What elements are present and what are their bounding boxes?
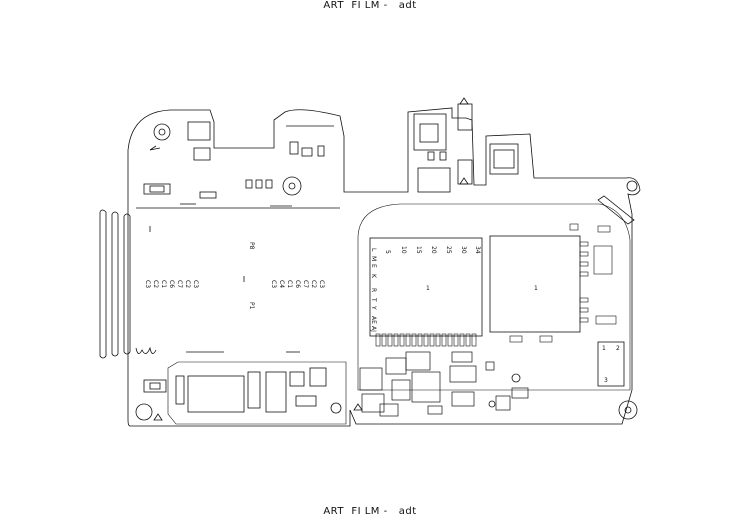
board-outline — [127, 107, 641, 427]
right-module-label: 1 — [602, 345, 606, 352]
cap-label: C6 — [168, 280, 175, 288]
cap-label: C3 — [144, 280, 151, 288]
memory-side-pads — [509, 223, 617, 343]
header-bottom-title: ART FI LM - adt — [323, 506, 417, 517]
grid-label: AJ — [370, 326, 377, 332]
cap-label: C2 — [310, 280, 317, 288]
pmic-chip — [187, 375, 245, 413]
grid-label: 25 — [445, 246, 452, 254]
right-module-label: 3 — [604, 377, 608, 384]
grid-label: Y — [370, 305, 377, 310]
cap-label: C3 — [192, 280, 199, 288]
cap-label: C2 — [152, 280, 159, 288]
soc-grid-top-labels: 5 10 15 20 25 30 34 — [384, 246, 481, 254]
mount-hole-top-left — [153, 123, 171, 141]
memory-chip — [489, 235, 581, 333]
cap-label: C1 — [286, 280, 293, 288]
soc-grid-left-labels: L M E K R T Y AE AJ — [370, 248, 377, 332]
grid-label: AE — [370, 316, 377, 324]
grid-label: M — [370, 256, 377, 261]
label-p1: P1 — [248, 302, 255, 310]
side-connector — [99, 209, 131, 359]
grid-label: T — [370, 297, 377, 302]
label-p8: P8 — [248, 242, 255, 250]
cap-label: C7 — [302, 280, 309, 288]
cap-label: C1 — [160, 280, 167, 288]
header-top-title: ART FI LM - adt — [323, 0, 417, 11]
grid-label: E — [370, 264, 377, 268]
mount-hole-right-top — [626, 180, 638, 192]
left-capacitor-labels: C3 C2 C1 C6 C7 C2 C3 — [144, 280, 199, 288]
grid-label: 10 — [400, 246, 407, 254]
mount-hole-mid — [282, 176, 302, 196]
grid-label: 15 — [415, 246, 422, 254]
right-module — [597, 341, 625, 387]
grid-label: K — [370, 274, 377, 279]
soc-pin-label: 1 — [426, 285, 430, 292]
grid-label: 30 — [460, 246, 467, 254]
cap-label: C2 — [184, 280, 191, 288]
cap-label: C6 — [294, 280, 301, 288]
memory-pin-label: 1 — [534, 285, 538, 292]
grid-label: R — [370, 288, 377, 292]
soc-chip — [369, 237, 483, 337]
mount-hole-right-bottom — [618, 400, 638, 420]
grid-label: 5 — [384, 250, 391, 254]
power-component-cluster — [359, 351, 529, 417]
grid-label: L — [370, 248, 377, 252]
soc-pin-row — [375, 333, 477, 347]
grid-label: 34 — [474, 246, 481, 254]
bottom-left-frame — [167, 361, 347, 425]
grid-label: 20 — [430, 246, 437, 254]
cap-label: C7 — [176, 280, 183, 288]
right-module-label: 2 — [616, 345, 620, 352]
cap-label: C4 — [278, 280, 285, 288]
usb-port — [143, 183, 171, 195]
right-capacitor-labels: C3 C4 C1 C6 C7 C2 C3 — [270, 280, 325, 288]
shield-outline — [357, 203, 631, 391]
cap-label: C3 — [270, 280, 277, 288]
cap-label: C3 — [318, 280, 325, 288]
